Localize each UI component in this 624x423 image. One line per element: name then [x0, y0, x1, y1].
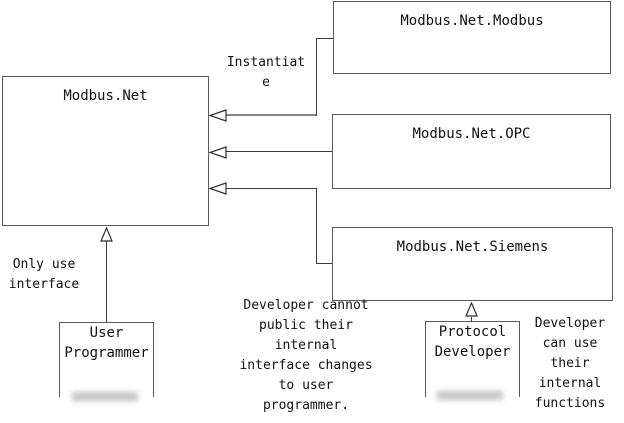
arrowhead-left-instantiate-icon	[209, 109, 227, 122]
node-user-programmer: User Programmer	[59, 322, 154, 397]
label-developer-can: Developer can use their internal functio…	[534, 316, 606, 411]
label-only-use-interface: Only use interface	[8, 257, 80, 292]
edge-instantiate-vertical	[316, 38, 317, 116]
node-label: User Programmer	[64, 325, 149, 361]
node-label: Modbus.Net.Modbus	[400, 13, 544, 29]
edge-siemens-vertical	[316, 188, 317, 264]
edge-user-programmer-vertical	[106, 241, 107, 322]
artifact-smudge-user	[72, 392, 138, 401]
edge-opc-horizontal	[226, 151, 332, 152]
node-modbus-net: Modbus.Net	[2, 76, 209, 226]
arrowhead-up-user-programmer-icon	[100, 227, 113, 242]
edge-siemens-stub	[317, 263, 332, 264]
node-label: Modbus.Net	[63, 88, 148, 104]
edge-protocol-developer-vertical	[471, 317, 472, 322]
node-protocol-developer: Protocol Developer	[425, 321, 520, 397]
label-instantiate: Instantiate	[226, 55, 306, 90]
arrowhead-up-protocol-developer-icon	[465, 302, 478, 317]
node-label: Modbus.Net.Siemens	[396, 239, 549, 255]
arrowhead-left-opc-icon	[209, 146, 227, 159]
arrowhead-left-siemens-icon	[209, 182, 227, 195]
node-modbus-net-opc: Modbus.Net.OPC	[332, 114, 611, 189]
artifact-smudge-protocol	[437, 391, 503, 400]
node-modbus-net-modbus: Modbus.Net.Modbus	[333, 1, 611, 74]
edge-siemens-horizontal	[226, 188, 317, 189]
edge-instantiate-horizontal	[226, 114, 317, 116]
node-modbus-net-siemens: Modbus.Net.Siemens	[332, 227, 613, 301]
node-label: Modbus.Net.OPC	[412, 126, 531, 142]
label-developer-cannot: Developer cannot public their internal i…	[239, 298, 373, 413]
node-label: Protocol Developer	[434, 324, 511, 360]
edge-instantiate-stub	[317, 38, 333, 39]
